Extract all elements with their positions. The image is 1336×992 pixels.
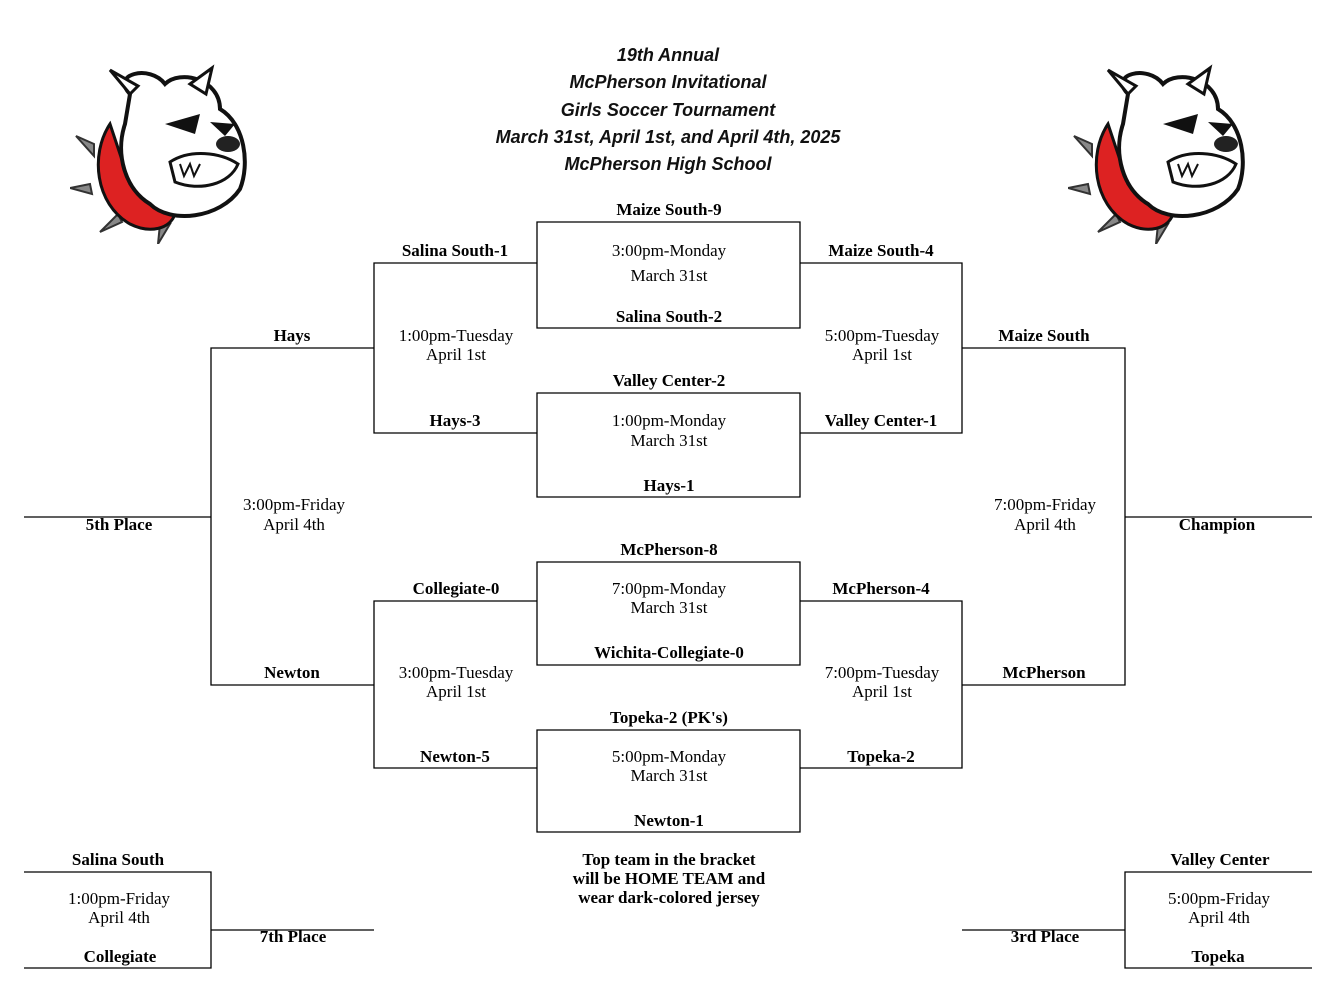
consolation-semi2-time: 3:00pm-Tuesday [398, 663, 514, 682]
game2-time: 1:00pm-Monday [611, 411, 727, 430]
third-place-date: April 4th [1188, 908, 1250, 927]
championship-top-team: Maize South [998, 326, 1090, 345]
header-dates: March 31st, April 1st, and April 4th, 20… [495, 126, 841, 147]
game3-date: March 31st [630, 598, 708, 617]
consolation-semi1-bottom-team: Hays-3 [429, 411, 481, 430]
game4-bottom-team: Newton-1 [634, 811, 704, 830]
bulldog-icon [70, 64, 247, 244]
header-edition: 19th Annual [616, 45, 720, 65]
game3-time: 7:00pm-Monday [611, 579, 727, 598]
winner-semi2-bottom-team: Topeka-2 [847, 747, 915, 766]
game3-bottom-team: Wichita-Collegiate-0 [594, 643, 744, 662]
winner-semi1-time: 5:00pm-Tuesday [824, 326, 940, 345]
header-venue: McPherson High School [564, 154, 772, 175]
winner-semi2-time: 7:00pm-Tuesday [824, 663, 940, 682]
bulldog-logo-left [70, 64, 247, 244]
consolation-semi2-top-team: Collegiate-0 [412, 579, 500, 598]
bulldog-icon [1068, 64, 1245, 244]
game1-time: 3:00pm-Monday [611, 241, 727, 260]
game2-bottom-team: Hays-1 [643, 476, 695, 495]
seventh-place-bottom-team: Collegiate [83, 947, 157, 966]
game4-time: 5:00pm-Monday [611, 747, 727, 766]
winner-semi1-bottom-team: Valley Center-1 [824, 411, 938, 430]
fifth-place-label: 5th Place [85, 515, 153, 534]
note-line-3: wear dark-colored jersey [578, 888, 760, 907]
bulldog-logo-right [1068, 64, 1245, 244]
game1-bottom-team: Salina South-2 [615, 307, 723, 326]
seventh-place-date: April 4th [88, 908, 150, 927]
winner-semi2-date: April 1st [852, 682, 912, 701]
winner-semi1-date: April 1st [852, 345, 912, 364]
game2-date: March 31st [630, 431, 708, 450]
championship-bottom-team: McPherson [1002, 663, 1086, 682]
third-place-bottom-team: Topeka [1191, 947, 1245, 966]
fifth-place-top-team: Hays [273, 326, 311, 345]
fifth-place-date: April 4th [263, 515, 325, 534]
winner-semi1-top-team: Maize South-4 [828, 241, 934, 260]
consolation-semi1-date: April 1st [426, 345, 486, 364]
seventh-place-top-team: Salina South [71, 850, 165, 869]
champion-label: Champion [1178, 515, 1256, 534]
game1-top-team: Maize South-9 [616, 200, 722, 219]
winner-semi2-top-team: McPherson-4 [832, 579, 930, 598]
third-place-top-team: Valley Center [1170, 850, 1270, 869]
note-line-1: Top team in the bracket [582, 850, 756, 869]
fifth-place-time: 3:00pm-Friday [243, 495, 345, 514]
third-place-label: 3rd Place [1010, 927, 1080, 946]
game1-date: March 31st [630, 266, 708, 285]
header-tournament-name: McPherson Invitational [569, 72, 767, 93]
game3-top-team: McPherson-8 [620, 540, 718, 559]
tournament-header: 19th Annual McPherson Invitational Girls… [496, 42, 841, 178]
championship-time: 7:00pm-Friday [994, 495, 1096, 514]
third-place-time: 5:00pm-Friday [1168, 889, 1270, 908]
header-tournament-type: Girls Soccer Tournament [560, 99, 776, 120]
seventh-place-time: 1:00pm-Friday [68, 889, 170, 908]
consolation-semi2-bottom-team: Newton-5 [420, 747, 490, 766]
consolation-semi1-time: 1:00pm-Tuesday [398, 326, 514, 345]
championship-date: April 4th [1014, 515, 1076, 534]
fifth-place-bottom-team: Newton [264, 663, 320, 682]
note-line-2: will be HOME TEAM and [572, 869, 766, 888]
game2-top-team: Valley Center-2 [612, 371, 726, 390]
game4-date: March 31st [630, 766, 708, 785]
game4-top-team: Topeka-2 (PK's) [610, 708, 728, 727]
consolation-semi2-date: April 1st [426, 682, 486, 701]
consolation-semi1-top-team: Salina South-1 [401, 241, 509, 260]
seventh-place-label: 7th Place [259, 927, 327, 946]
